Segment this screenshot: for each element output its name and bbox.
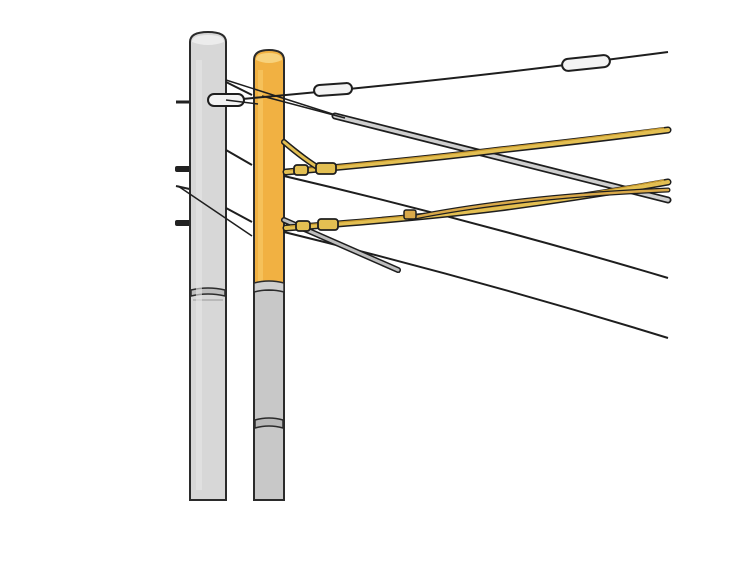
wires-front — [225, 95, 346, 119]
insulator-right — [561, 54, 611, 72]
wires-back — [177, 81, 253, 237]
cable-clamps — [293, 162, 417, 232]
insulator-middle — [313, 82, 354, 97]
wire-insulators — [207, 54, 611, 107]
gold-cables — [281, 126, 672, 232]
utility-pole-orange — [253, 48, 285, 501]
utility-pole-gray — [189, 30, 227, 501]
